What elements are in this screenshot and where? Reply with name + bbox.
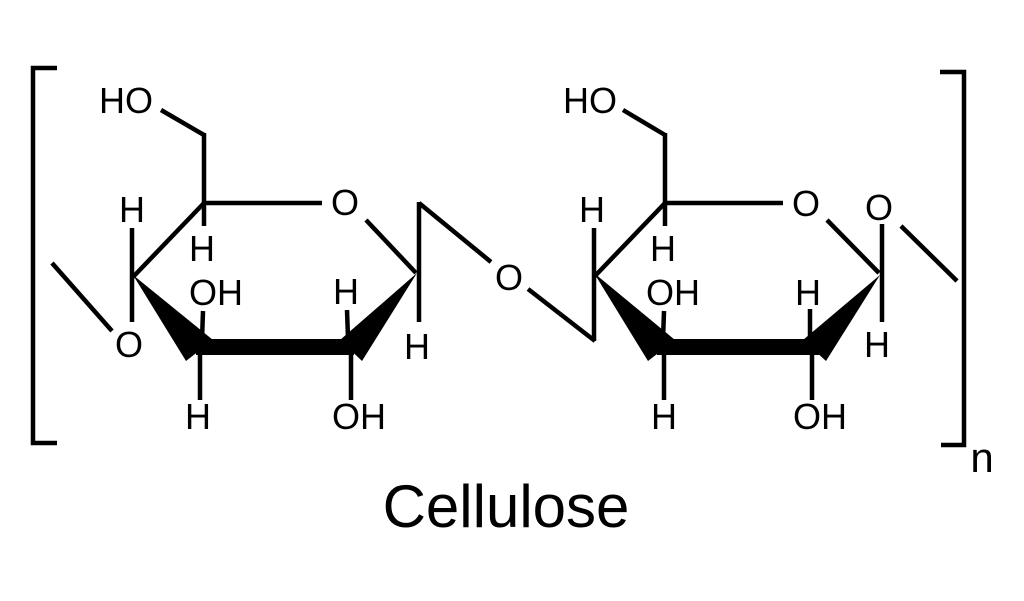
wedge-c4-c3-left (133, 275, 213, 361)
bond-elbow-glycosidicO-right (526, 287, 597, 343)
bond-chain-exit (899, 224, 959, 283)
atom-label-h-c4-right: H (579, 189, 605, 230)
atom-label-h-c4-left: H (119, 189, 145, 230)
bond-ho-c6-left (159, 108, 206, 137)
atom-label-ho-c6-right: HO (563, 80, 617, 121)
left-ring-bonds (129, 108, 493, 400)
atom-label-h-c3-down-left: H (185, 396, 211, 437)
wedge-c4-c3-right (594, 273, 675, 361)
atom-label-h-c5-right: H (650, 228, 676, 269)
bond-ringO-c1-left (364, 218, 418, 275)
atom-label-oh-c2-down-right: OH (793, 396, 847, 437)
atom-label-oh-c3-up-right: OH (646, 272, 700, 313)
bond-c5-c4-right (592, 200, 668, 279)
bond-ho-c6-right (621, 108, 667, 137)
atom-label-o-glycosidic-left: O (115, 324, 143, 365)
atom-label-h-c1-right: H (864, 324, 890, 365)
atom-label-o-ring-left: O (331, 182, 359, 223)
bond-ringO-c1-right (825, 218, 881, 275)
atom-label-oh-c2-down-left: OH (332, 396, 386, 437)
diagram-title: Cellulose (383, 473, 630, 540)
right-bracket (940, 69, 967, 448)
left-bracket (30, 65, 57, 446)
atom-label-oh-c3-up-left: OH (189, 272, 243, 313)
atom-label-o-c1-right: O (865, 187, 893, 228)
right-ring-labels: HO H H O OH H O H H OH (563, 80, 893, 437)
repeat-subscript-n: n (970, 434, 993, 481)
bond-c5-c4-left (131, 200, 207, 279)
atom-label-ho-c6-left: HO (99, 80, 153, 121)
atom-label-h-c2-up-left: H (333, 271, 359, 312)
atom-label-o-ring-right: O (792, 183, 820, 224)
bond-c1-glycosidicO-left (417, 201, 493, 264)
bond-chain-entry (50, 261, 114, 333)
atom-label-h-c1-left: H (404, 326, 430, 367)
left-ring-labels: HO H H O OH H O H H OH (99, 80, 430, 437)
atom-label-h-c3-down-right: H (651, 396, 677, 437)
right-ring-bonds (526, 108, 885, 400)
atom-label-o-glycosidic-center: O (495, 257, 523, 298)
atom-label-h-c2-up-right: H (795, 272, 821, 313)
wedge-c1-c2-left (340, 273, 417, 361)
atom-label-h-c5-left: H (189, 228, 215, 269)
wedge-c1-c2-right (803, 275, 880, 361)
